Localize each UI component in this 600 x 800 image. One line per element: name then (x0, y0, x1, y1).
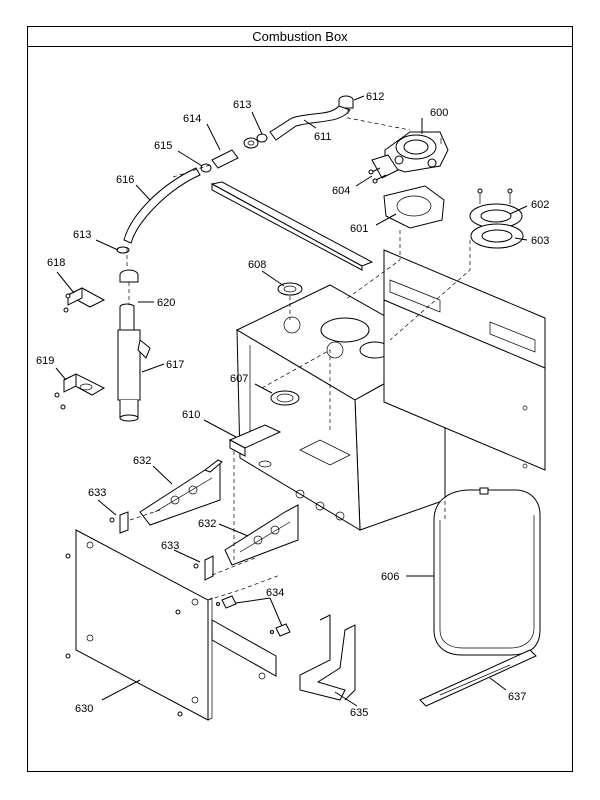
part-630-front-panel (65, 529, 213, 721)
part-600-burner-head (371, 131, 449, 179)
leader-lines (55, 95, 528, 707)
part-616-hose (123, 167, 201, 244)
callout-619: 619 (36, 355, 54, 367)
part-617-siphon (117, 303, 151, 422)
part-632-bracket-lower (224, 504, 299, 566)
callout-608: 608 (248, 259, 266, 271)
part-618-bracket (63, 287, 106, 313)
callout-602: 602 (531, 199, 549, 211)
base-rail (211, 619, 277, 680)
part-637-strip (419, 649, 537, 707)
part-604-screws (368, 167, 387, 184)
callout-603: 603 (531, 235, 549, 247)
part-632-bracket-upper (139, 459, 223, 526)
callout-labels: 600 601 602 603 604 606 607 608 610 611 … (36, 91, 549, 719)
callout-612: 612 (366, 91, 384, 103)
callout-614: 614 (183, 113, 201, 125)
callout-606: 606 (381, 571, 399, 583)
part-602-ring (469, 188, 523, 229)
callout-632-upper: 632 (133, 455, 151, 467)
part-601-gasket (383, 185, 445, 229)
callout-635: 635 (350, 707, 368, 719)
part-603-ring (470, 223, 524, 249)
part-607-grommet (270, 390, 300, 406)
callout-618: 618 (47, 257, 65, 269)
callout-620: 620 (157, 297, 175, 309)
part-610-bracket (228, 424, 282, 457)
part-611-pipe (269, 105, 351, 141)
callout-634: 634 (266, 587, 284, 599)
callout-633-lower: 633 (161, 540, 179, 552)
callout-600: 600 (430, 107, 448, 119)
callout-613-upper: 613 (233, 99, 251, 111)
callout-633-upper: 633 (88, 487, 106, 499)
part-633-clip-lower (193, 555, 214, 581)
part-613-washer (243, 137, 259, 149)
part-619-bracket (54, 373, 106, 410)
callout-616: 616 (116, 174, 134, 186)
part-634-clips (216, 595, 291, 637)
callout-637: 637 (508, 691, 526, 703)
diagram-title: Combustion Box (28, 27, 572, 47)
part-613-clamp-upper (256, 133, 268, 143)
callout-604: 604 (332, 185, 350, 197)
callout-611: 611 (314, 131, 332, 143)
part-606-expansion-tank (433, 487, 541, 656)
callout-617: 617 (166, 359, 184, 371)
callout-610: 610 (182, 409, 200, 421)
top-rail (210, 181, 374, 271)
part-620-nut (119, 269, 139, 283)
callout-613-lower: 613 (73, 229, 91, 241)
callout-630: 630 (75, 703, 93, 715)
callout-615: 615 (154, 140, 172, 152)
part-614-pipe (211, 149, 239, 169)
part-633-clip-upper (109, 511, 129, 534)
part-635-bracket (299, 614, 356, 701)
part-612-cap (338, 95, 354, 109)
diagram-frame: Combustion Box (27, 26, 573, 772)
callout-601: 601 (350, 223, 368, 235)
assembly-dash-lines (126, 110, 471, 601)
side-panel-lower (383, 299, 546, 471)
callout-607: 607 (230, 373, 248, 385)
callout-632-lower: 632 (198, 518, 216, 530)
